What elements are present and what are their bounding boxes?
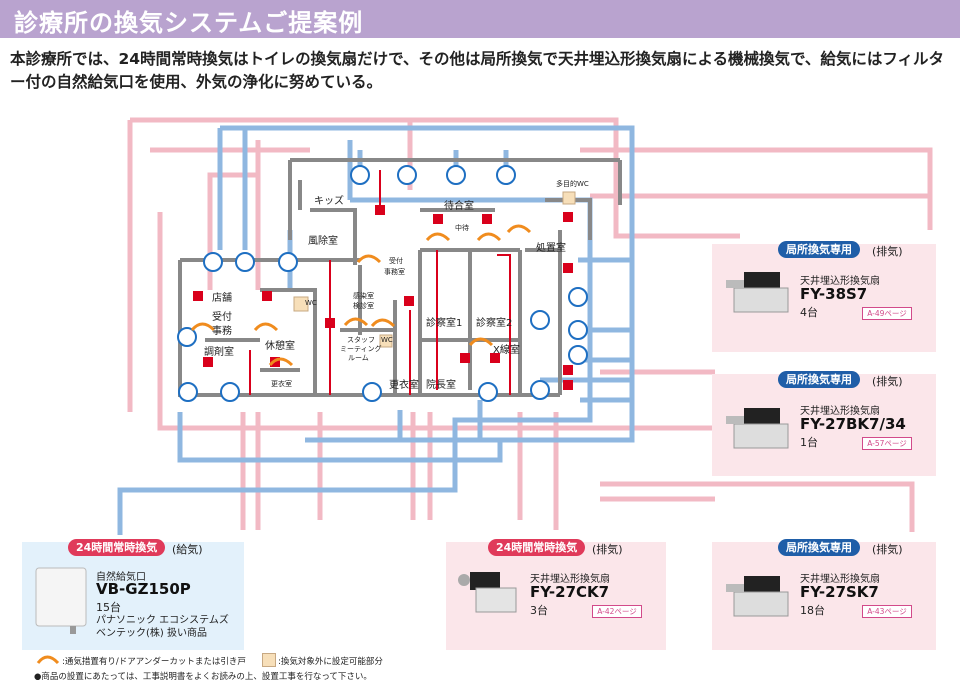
badge-local: 局所換気専用 [778,371,860,388]
product-type: 天井埋込形換気扇 [800,574,880,585]
product-type: 天井埋込形換気扇 [530,574,610,585]
product-model: FY-27BK7/34 [800,415,906,433]
room-infection-b: 検診室 [353,302,374,310]
room-xray: X線室 [493,345,520,356]
footnote: ●商品の設置にあたっては、工事説明書をよくお読みの上、設置工事を行なって下さい。 [34,672,372,682]
badge-24h: 24時間常時換気 [68,539,166,556]
product-type: 天井埋込形換気扇 [800,276,880,287]
badge-sub: (排気) [872,245,903,258]
room-naka-machi: 中待 [455,224,469,232]
badge-local: 局所換気専用 [778,539,860,556]
product-type: 天井埋込形換気扇 [800,406,880,417]
exhaust-lines [249,170,511,395]
ceiling-fan-icon [726,272,789,313]
room-locker1: 更衣室 [271,380,292,388]
room-reception-b: 事務 [212,326,232,337]
badge-sub: (排気) [592,543,623,556]
room-reception-office-b: 事務室 [384,268,405,276]
arrow-legend-icon [36,655,60,665]
room-lounge: 休憩室 [265,341,295,352]
room-wc2: WC [381,336,393,344]
air-inlet-icon [35,567,87,634]
card-vb-gz150p: 24時間常時換気 (給気) 自然給気口 VB-GZ150P 15台 パナソニック… [22,539,244,650]
room-wc: WC [305,299,317,307]
ceiling-fan-icon [726,576,789,617]
room-treatment: 処置室 [536,243,566,254]
exhaust-ducts [127,117,933,532]
room-windbreak: 風除室 [308,236,338,247]
card-fy-27bk7: 局所換気専用 (排気) 天井埋込形換気扇 FY-27BK7/34 1台 A-57… [712,371,936,476]
badge-sub: (排気) [872,543,903,556]
room-multi-wc: 多目的WC [556,180,589,188]
intro-text: 本診療所では、24時間常時換気はトイレの換気扇だけで、その他は局所換気で天井埋込… [10,50,945,91]
card-fy-38s7: 局所換気専用 (排気) 天井埋込形換気扇 FY-38S7 4台 A-49ページ [712,241,936,352]
page-ref-link[interactable]: A-43ページ [862,605,912,618]
room-exam2: 診察室2 [476,318,513,329]
room-store: 店舗 [212,293,232,304]
ceiling-fan-icon [726,408,789,449]
badge-sub: (給気) [172,543,203,556]
card-fy-27ck7: 24時間常時換気 (排気) 天井埋込形換気扇 FY-27CK7 3台 A-42ペ… [446,539,666,650]
product-qty: 1台 [800,436,818,449]
page-title: 診療所の換気システムご提案例 [14,9,364,37]
product-qty: 3台 [530,604,548,617]
product-model: VB-GZ150P [96,580,191,598]
room-reception-office-a: 受付 [389,257,403,265]
supply-vents [177,165,588,402]
product-type: 自然給気口 [96,572,146,583]
room-kids: キッズ [314,196,344,207]
room-exam1: 診察室1 [426,318,463,329]
room-director: 院長室 [426,380,456,391]
non-target-legend-icon [262,653,276,667]
room-locker2: 更衣室 [389,380,419,391]
product-qty: 4台 [800,306,818,319]
card-fy-27sk7: 局所換気専用 (排気) 天井埋込形換気扇 FY-27SK7 18台 A-43ペー… [712,539,936,650]
product-qty: 15台 [96,601,121,614]
room-staff-c: ルーム [348,354,369,362]
room-staff-b: ミーティング [340,345,382,353]
product-note-1: パナソニック エコシステムズ [96,615,229,626]
ventilation-arrows [190,224,532,367]
product-note-2: ベンテック(株) 扱い商品 [96,628,207,639]
header-bar: 診療所の換気システムご提案例 [0,0,960,38]
product-model: FY-27CK7 [530,583,610,601]
room-staff-a: スタッフ [347,336,375,344]
product-qty: 18台 [800,604,825,617]
page-ref-link[interactable]: A-42ページ [592,605,642,618]
page-ref-link[interactable]: A-49ページ [862,307,912,320]
badge-24h: 24時間常時換気 [488,539,586,556]
product-model: FY-27SK7 [800,583,879,601]
legend-arrow: :通気措置有り/ドアアンダーカットまたは引き戸 [62,657,246,667]
ceiling-fan-icon [458,572,517,613]
badge-sub: (排気) [872,375,903,388]
room-reception-a: 受付 [212,312,232,323]
non-target-areas [293,191,576,348]
legend-non-target: :換気対象外に設定可能部分 [278,657,383,667]
room-dispensary: 調剤室 [204,347,234,358]
page-ref-link[interactable]: A-57ページ [862,437,912,450]
room-waiting: 待合室 [444,201,474,212]
product-model: FY-38S7 [800,285,868,303]
room-infection-a: 感染室 [353,292,374,300]
badge-local: 局所換気専用 [778,241,860,258]
